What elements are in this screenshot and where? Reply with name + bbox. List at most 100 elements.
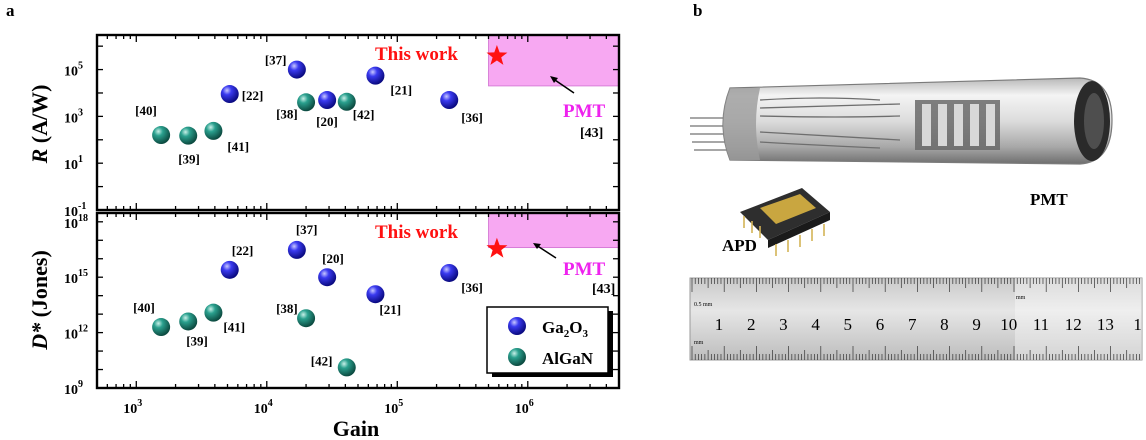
- point-label: [41]: [223, 320, 245, 335]
- data-point-algan: [297, 93, 316, 112]
- point-label: [22]: [232, 243, 254, 258]
- pmt-ref: [43]: [592, 282, 615, 297]
- data-point-algan: [152, 318, 171, 337]
- point-label: [39]: [178, 152, 200, 167]
- ruler-number: 1: [715, 315, 724, 334]
- y-tick-label: 10-1: [64, 201, 86, 220]
- y-tick-label: 1012: [64, 324, 88, 343]
- x-tick-label: 106: [515, 398, 534, 417]
- y-tick-base: 10: [64, 205, 78, 220]
- pmt-label: PMT: [563, 101, 606, 122]
- y-tick-exp: 18: [78, 213, 88, 224]
- data-point-ga2o3: [366, 66, 385, 85]
- ruler-ticks: [691, 278, 1140, 360]
- y-tick-label: 109: [64, 379, 83, 398]
- point-labels: [22][37][20][21][36][40][39][41][38][42]: [135, 53, 483, 167]
- x-tick-exp: 3: [137, 398, 142, 409]
- point-label: [37]: [265, 53, 287, 68]
- y-tick-exp: 9: [78, 379, 83, 390]
- y-tick-label: 1018: [64, 213, 88, 232]
- legend-box: [486, 306, 609, 374]
- pmt-ref: [43]: [580, 126, 603, 141]
- apd-pins: [743, 216, 825, 256]
- y-tick-label: 105: [64, 61, 83, 80]
- apd-photo: APD: [722, 188, 830, 256]
- legend-ga: Ga: [542, 318, 564, 337]
- data-point-ga2o3: [220, 260, 239, 279]
- point-label: [41]: [227, 139, 249, 154]
- panel-letter-b: b: [693, 1, 702, 20]
- point-label: [42]: [311, 353, 333, 368]
- legend-marker-ga2o3: [508, 317, 526, 335]
- point-label: [39]: [186, 333, 208, 348]
- x-tick-base: 10: [384, 402, 398, 417]
- point-label: [21]: [390, 83, 412, 98]
- point-label: [36]: [461, 280, 483, 295]
- legend-marker-algan: [508, 348, 526, 366]
- this-work-star: [486, 237, 508, 258]
- y-tick-base: 10: [64, 272, 78, 287]
- y-axis-label-d: D* (Jones): [27, 250, 52, 351]
- data-point-ga2o3: [318, 91, 337, 110]
- legend: Ga2O3 AlGaN: [486, 306, 613, 377]
- x-tick-base: 10: [254, 402, 268, 417]
- y-tick-label: 1015: [64, 268, 88, 287]
- ruler-number: 12: [1065, 315, 1082, 334]
- ruler-number: 8: [940, 315, 949, 334]
- ruler-number: 1: [1133, 315, 1142, 334]
- y-tick-exp: 3: [78, 107, 83, 118]
- y-tick-base: 10: [64, 158, 78, 173]
- ruler-number: 10: [1000, 315, 1017, 334]
- ruler-number: 5: [844, 315, 853, 334]
- ruler-number: 7: [908, 315, 917, 334]
- pmt-photo-label: PMT: [1030, 190, 1068, 209]
- pmt-arrow: [535, 244, 557, 259]
- data-point-ga2o3: [318, 268, 337, 287]
- y-tick-exp: -1: [78, 201, 86, 212]
- x-tick-label: 104: [254, 398, 273, 417]
- y-tick-label: 101: [64, 154, 83, 173]
- point-labels: [22][37][20][21][36][40][39][41][38][42]: [133, 222, 483, 368]
- y-tick-base: 10: [64, 328, 78, 343]
- ruler-number: 11: [1033, 315, 1049, 334]
- point-label: [40]: [135, 103, 157, 118]
- data-point-ga2o3: [287, 60, 306, 79]
- ruler-number: 9: [972, 315, 981, 334]
- pmt-label: PMT: [563, 259, 606, 280]
- data-point-algan: [204, 121, 223, 140]
- y-tick-label: 103: [64, 107, 83, 126]
- y-tick-base: 10: [64, 217, 78, 232]
- legend-label-algan: AlGaN: [542, 349, 594, 368]
- pmt-arrow-head: [533, 243, 541, 249]
- data-point-ga2o3: [440, 91, 459, 110]
- y-axis-label-d-unit: (Jones): [27, 250, 52, 323]
- point-label: [36]: [461, 110, 483, 125]
- point-label: [38]: [276, 106, 298, 121]
- y-tick-exp: 5: [78, 61, 83, 72]
- x-tick-exp: 4: [268, 398, 273, 409]
- data-point-ga2o3: [440, 263, 459, 282]
- apd-photo-label: APD: [722, 236, 757, 255]
- y-axis-label-r: R (A/W): [27, 85, 52, 165]
- data-point-algan: [337, 92, 356, 111]
- pmt-arrow-head: [550, 76, 558, 83]
- pmt-dynode-plates: [922, 104, 995, 146]
- ruler-unit-mid: mm: [1016, 295, 1026, 301]
- this-work-star: [486, 45, 508, 65]
- point-label: [38]: [276, 301, 298, 316]
- data-point-algan: [152, 126, 171, 145]
- point-label: [42]: [353, 107, 375, 122]
- data-point-ga2o3: [220, 85, 239, 104]
- pmt-window-inner: [1084, 93, 1104, 149]
- legend-o-sub: 3: [582, 328, 588, 340]
- data-point-ga2o3: [287, 240, 306, 259]
- y-tick-exp: 15: [78, 268, 88, 279]
- data-points: [152, 60, 459, 145]
- y-tick-exp: 1: [78, 154, 83, 165]
- ruler-number: 13: [1097, 315, 1114, 334]
- ruler-number: 4: [811, 315, 820, 334]
